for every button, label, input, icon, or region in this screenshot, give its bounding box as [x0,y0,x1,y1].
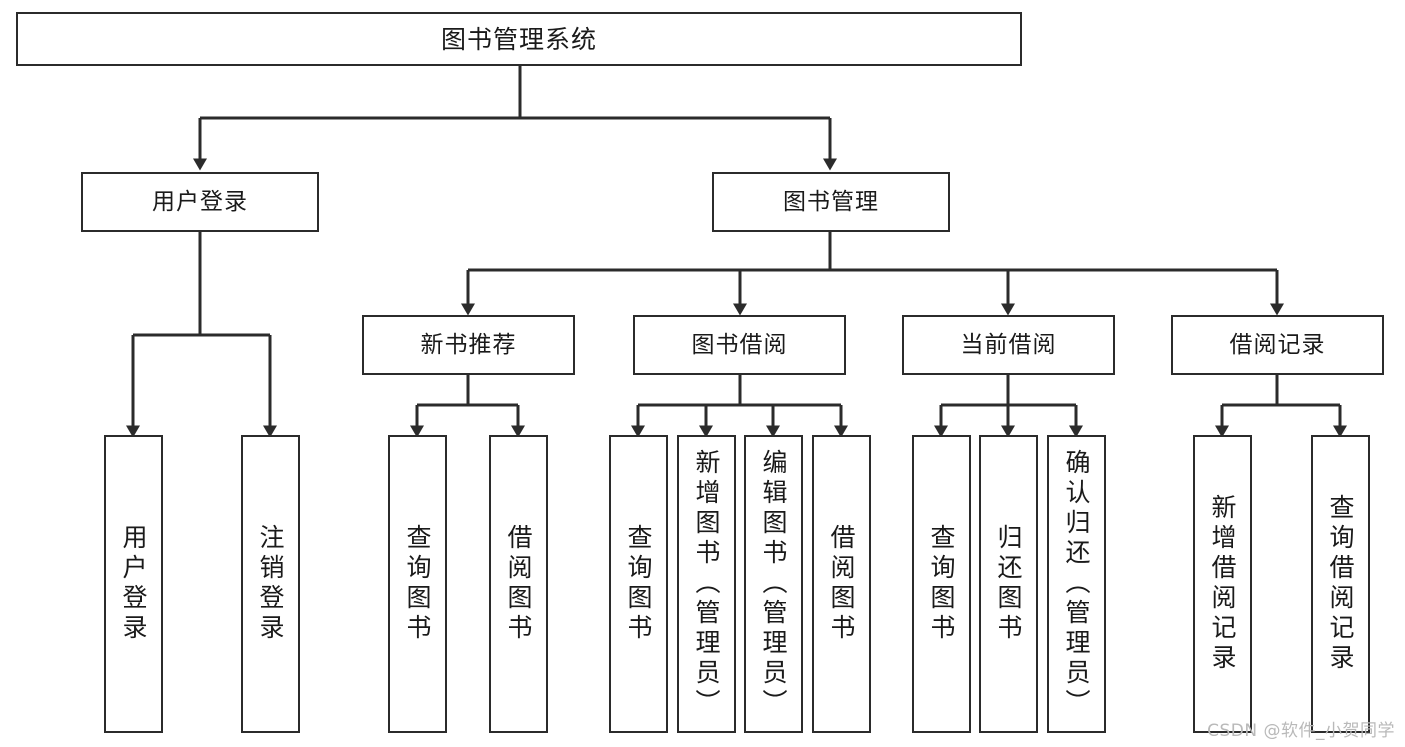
node-label: 图书管理 [783,188,879,215]
leaf-query-record[interactable]: 查询借阅记录 [1311,435,1370,733]
node-user-login[interactable]: 用户登录 [81,172,319,232]
node-book-borrow[interactable]: 图书借阅 [633,315,846,375]
leaf-borrow-book-1[interactable]: 借阅图书 [489,435,548,733]
node-label: 图书借阅 [691,331,788,358]
leaf-confirm-return[interactable]: 确认归还（管理员） [1047,435,1106,733]
leaf-user-login[interactable]: 用户登录 [104,435,163,733]
leaf-add-record[interactable]: 新增借阅记录 [1193,435,1252,733]
node-label: 新增图书（管理员） [692,449,721,719]
leaf-add-book[interactable]: 新增图书（管理员） [677,435,736,733]
node-label: 当前借阅 [960,331,1057,358]
node-label: 查询图书 [624,524,653,644]
leaf-query-book-2[interactable]: 查询图书 [609,435,668,733]
node-new-book-rec[interactable]: 新书推荐 [362,315,575,375]
leaf-borrow-book-2[interactable]: 借阅图书 [812,435,871,733]
leaf-return-book[interactable]: 归还图书 [979,435,1038,733]
node-label: 新书推荐 [420,331,517,358]
leaf-edit-book[interactable]: 编辑图书（管理员） [744,435,803,733]
node-current-borrow[interactable]: 当前借阅 [902,315,1115,375]
node-label: 借阅图书 [827,524,856,644]
node-label: 查询图书 [403,524,432,644]
node-label: 新增借阅记录 [1208,494,1237,674]
leaf-logout-login[interactable]: 注销登录 [241,435,300,733]
node-label: 归还图书 [994,524,1023,644]
node-label: 编辑图书（管理员） [759,449,788,719]
leaf-query-book-1[interactable]: 查询图书 [388,435,447,733]
node-label: 图书管理系统 [440,24,597,54]
node-book-manage[interactable]: 图书管理 [712,172,950,232]
leaf-query-book-3[interactable]: 查询图书 [912,435,971,733]
node-label: 借阅图书 [504,524,533,644]
node-label: 查询图书 [927,524,956,644]
node-label: 借阅记录 [1229,331,1326,358]
node-label: 确认归还（管理员） [1062,449,1091,719]
node-label: 查询借阅记录 [1326,494,1355,674]
node-borrow-record[interactable]: 借阅记录 [1171,315,1384,375]
csdn-watermark: CSDN @软件_小贺同学 [1207,721,1395,741]
node-label: 用户登录 [119,524,148,644]
node-label: 注销登录 [256,524,285,644]
node-label: 用户登录 [152,188,248,215]
node-root-system[interactable]: 图书管理系统 [16,12,1022,66]
